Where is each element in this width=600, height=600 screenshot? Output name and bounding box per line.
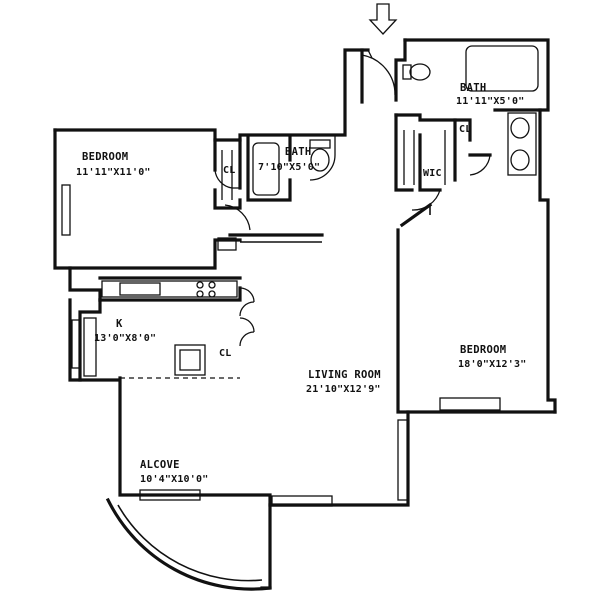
closet-label: CL	[459, 124, 471, 135]
room-bath-center: BATH 7'10"X5'0"	[258, 146, 320, 173]
room-name: ALCOVE	[140, 459, 180, 471]
room-name: LIVING ROOM	[308, 369, 381, 381]
room-size: 11'11"X11'0"	[76, 167, 151, 178]
balcony	[105, 377, 272, 591]
room-bedroom-left: BEDROOM 11'11"X11'0"	[76, 151, 151, 178]
fixtures	[83, 45, 539, 377]
closet-label: CL	[219, 348, 231, 359]
room-living-room: LIVING ROOM 21'10"X12'9"	[306, 369, 381, 395]
room-size: 10'4"X10'0"	[140, 474, 208, 485]
room-alcove: ALCOVE 10'4"X10'0"	[140, 459, 208, 485]
exterior-walls	[53, 38, 557, 507]
room-size: 21'10"X12'9"	[306, 384, 381, 395]
interior-walls	[68, 108, 542, 302]
room-bath-right: BATH 11'11"X5'0"	[456, 82, 524, 107]
closet-label: CL	[223, 165, 235, 176]
room-size: 11'11"X5'0"	[456, 96, 524, 107]
room-name: BEDROOM	[460, 344, 506, 356]
room-name: K	[116, 318, 123, 330]
room-bedroom-right: BEDROOM 18'0"X12'3"	[458, 344, 526, 370]
room-size: 13'0"X8'0"	[94, 333, 156, 344]
room-size: 7'10"X5'0"	[258, 162, 320, 173]
entry-arrow-icon	[368, 3, 398, 35]
room-name: BEDROOM	[82, 151, 128, 163]
room-size: 18'0"X12'3"	[458, 359, 526, 370]
windows	[61, 184, 501, 507]
doors	[214, 49, 491, 347]
room-kitchen: K 13'0"X8'0"	[94, 318, 156, 344]
walk-in-closet-label: WIC	[423, 168, 442, 179]
room-name: BATH	[460, 82, 487, 94]
room-name: BATH	[285, 146, 312, 158]
